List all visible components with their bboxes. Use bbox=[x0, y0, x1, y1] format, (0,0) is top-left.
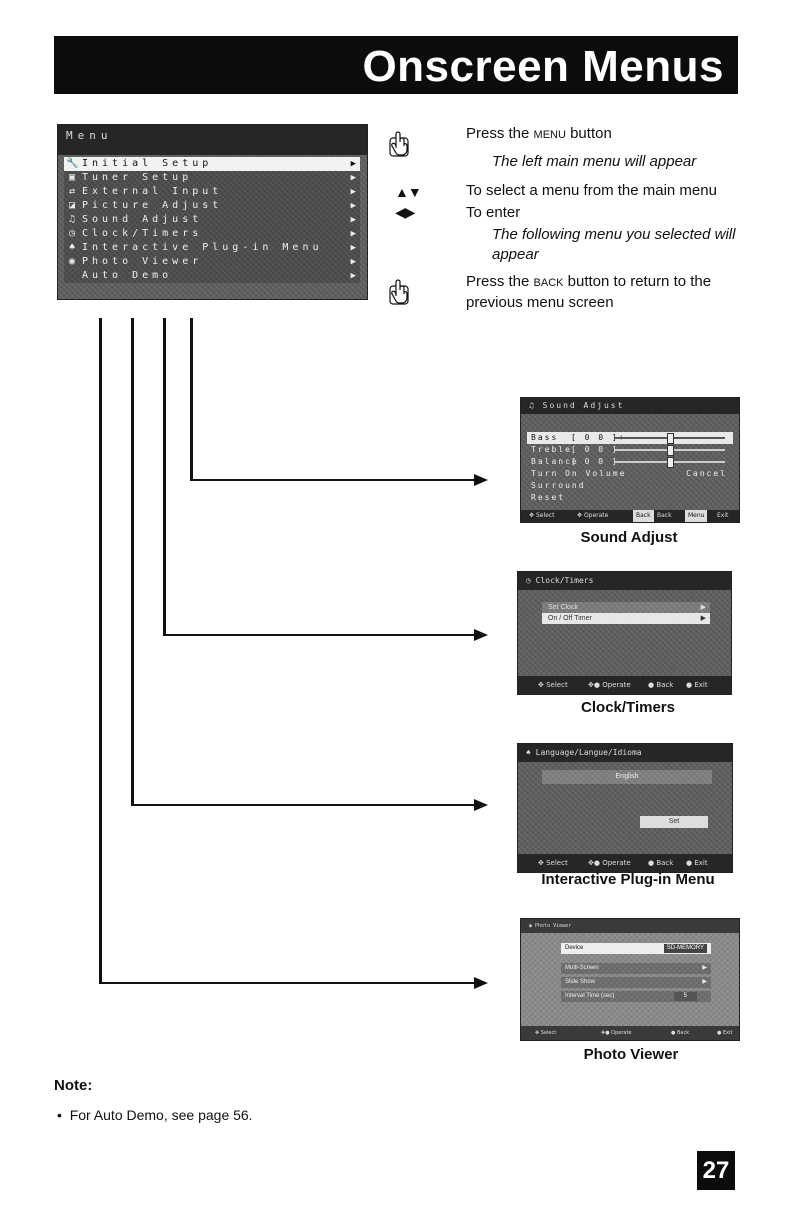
clock-icon: ◷ bbox=[526, 576, 536, 585]
main-menu-screen: Menu 🔧 Initial Setup ▶ ▣ Tuner Setup ▶ ⇄… bbox=[57, 124, 368, 300]
arrow-right-icon: ▶ bbox=[350, 257, 356, 267]
music-note-icon: ♫ bbox=[529, 401, 543, 410]
note-item: • For Auto Demo, see page 56. bbox=[57, 1107, 253, 1123]
menu-item-tuner-setup[interactable]: ▣ Tuner Setup ▶ bbox=[64, 171, 360, 185]
arrow-right-icon: ▶ bbox=[350, 173, 356, 183]
slider-knob bbox=[667, 457, 674, 468]
clock-row-on-off-timer[interactable]: On / Off Timer▶ bbox=[542, 613, 710, 624]
menu-item-clock-timers[interactable]: ◷ Clock/Timers ▶ bbox=[64, 227, 360, 241]
menu-item-initial-setup[interactable]: 🔧 Initial Setup ▶ bbox=[64, 157, 360, 171]
camera-icon: ◉ bbox=[68, 256, 76, 267]
clock-footer: ✥ Select ✥● Operate ● Back ● Exit bbox=[518, 676, 731, 694]
sound-row-turn-on-volume[interactable]: Turn On Volume Cancel bbox=[531, 469, 727, 478]
arrow-right-icon: ▶ bbox=[702, 979, 707, 985]
arrow-head-icon bbox=[474, 629, 488, 641]
connector-line bbox=[131, 318, 134, 806]
menu-item-picture-adjust[interactable]: ◪ Picture Adjust ▶ bbox=[64, 199, 360, 213]
caption-clock-timers: Clock/Timers bbox=[581, 699, 675, 716]
connector-line bbox=[190, 318, 193, 481]
language-select[interactable]: English bbox=[542, 770, 712, 784]
note-title: Note: bbox=[54, 1077, 93, 1094]
sound-footer: ✥ Select ✥ Operate Back Back Menu Exit bbox=[521, 510, 739, 522]
slider-knob bbox=[667, 445, 674, 456]
connector-line bbox=[163, 634, 474, 636]
wrench-icon: 🔧 bbox=[66, 158, 79, 169]
connector-line bbox=[190, 479, 474, 481]
interactive-plug-in-screen: ♠ Language/Langue/Idioma English Set ✥ S… bbox=[517, 743, 733, 873]
interactive-footer: ✥ Select ✥● Operate ● Back ● Exit bbox=[518, 854, 732, 872]
page-title: Onscreen Menus bbox=[362, 42, 724, 91]
arrow-right-icon: ▶ bbox=[350, 201, 356, 211]
clock-timers-screen: ◷ Clock/Timers Set Clock▶ On / Off Timer… bbox=[517, 571, 732, 695]
input-icon: ⇄ bbox=[68, 186, 76, 197]
arrow-right-icon: ▶ bbox=[350, 215, 356, 225]
connector-line bbox=[99, 982, 474, 984]
plug-icon: ♠ bbox=[526, 748, 536, 757]
page-number: 27 bbox=[697, 1151, 735, 1190]
photo-footer: ✥ Select ✥● Operate ● Back ● Exit bbox=[521, 1026, 739, 1040]
slider-knob bbox=[667, 433, 674, 444]
menu-item-photo-viewer[interactable]: ◉ Photo Viewer ▶ bbox=[64, 255, 360, 269]
main-menu-title: Menu bbox=[58, 125, 367, 155]
clock-title: ◷ Clock/Timers bbox=[518, 572, 731, 590]
arrow-right-icon: ▶ bbox=[350, 159, 356, 169]
menu-item-auto-demo[interactable]: Auto Demo ▶ bbox=[64, 269, 360, 283]
arrow-head-icon bbox=[474, 977, 488, 989]
instruction-result-submenu: The following menu you selected will app… bbox=[492, 226, 736, 263]
arrow-right-icon: ▶ bbox=[350, 187, 356, 197]
press-button-icon bbox=[389, 279, 409, 305]
arrow-right-icon: ▶ bbox=[700, 615, 706, 622]
photo-viewer-screen: ◉ Photo Viewer Device SD-MEMORY Multi-Sc… bbox=[520, 918, 740, 1041]
sound-adjust-title: ♫ Sound Adjust bbox=[521, 398, 739, 414]
menu-item-sound-adjust[interactable]: ♫ Sound Adjust ▶ bbox=[64, 213, 360, 227]
sound-row-bass[interactable]: Bass [ 0 0 ]+ bbox=[527, 432, 733, 444]
connector-line bbox=[131, 804, 474, 806]
connector-line bbox=[99, 318, 102, 984]
connector-line bbox=[163, 318, 166, 636]
arrow-right-icon: ▶ bbox=[700, 604, 706, 611]
instruction-enter: To enter bbox=[466, 204, 521, 221]
menu-item-interactive-plug-in-menu[interactable]: ♠ Interactive Plug-in Menu ▶ bbox=[64, 241, 360, 255]
arrow-right-icon: ▶ bbox=[350, 271, 356, 281]
device-row[interactable]: Device SD-MEMORY bbox=[561, 943, 711, 954]
press-button-icon bbox=[389, 131, 409, 157]
camera-icon: ◉ bbox=[529, 923, 536, 929]
instruction-press-back: Press the Back button to return to the p… bbox=[466, 273, 712, 311]
sound-row-surround[interactable]: Surround bbox=[531, 481, 586, 490]
picture-icon: ◪ bbox=[68, 200, 76, 211]
photo-viewer-title: ◉ Photo Viewer bbox=[521, 919, 739, 933]
sound-adjust-screen: ♫ Sound Adjust Bass [ 0 0 ]+ Treble [ 0 … bbox=[520, 397, 740, 523]
clock-row-set-clock[interactable]: Set Clock▶ bbox=[542, 602, 710, 613]
arrow-head-icon bbox=[474, 799, 488, 811]
left-right-arrows-icon: ◀▶ bbox=[395, 204, 416, 220]
instruction-press-menu: Press the Menu button bbox=[466, 125, 612, 142]
arrow-right-icon: ▶ bbox=[350, 243, 356, 253]
photo-row-slide-show[interactable]: Slide Show▶ bbox=[561, 977, 711, 988]
instruction-result-main-menu: The left main menu will appear bbox=[492, 153, 697, 170]
menu-item-external-input[interactable]: ⇄ External Input ▶ bbox=[64, 185, 360, 199]
tuner-icon: ▣ bbox=[68, 172, 76, 183]
photo-row-interval-time[interactable]: Interval Time (sec) 5 bbox=[561, 991, 711, 1002]
language-title: ♠ Language/Langue/Idioma bbox=[518, 744, 732, 762]
caption-interactive-plug-in-menu: Interactive Plug-in Menu bbox=[541, 871, 715, 888]
set-button[interactable]: Set bbox=[640, 816, 708, 828]
clock-icon: ◷ bbox=[68, 228, 76, 239]
instruction-select: To select a menu from the main menu bbox=[466, 182, 717, 199]
sound-row-reset[interactable]: Reset bbox=[531, 493, 566, 502]
music-note-icon: ♫ bbox=[68, 214, 76, 225]
photo-row-multi-screen[interactable]: Multi-Screen▶ bbox=[561, 963, 711, 974]
arrow-head-icon bbox=[474, 474, 488, 486]
up-down-arrows-icon: ▲▼ bbox=[395, 184, 422, 200]
sound-row-balance[interactable]: Balance [ 0 0 ] bbox=[527, 456, 733, 468]
plug-icon: ♠ bbox=[68, 242, 76, 253]
arrow-right-icon: ▶ bbox=[350, 229, 356, 239]
caption-sound-adjust: Sound Adjust bbox=[580, 529, 678, 546]
sound-row-treble[interactable]: Treble [ 0 0 ] bbox=[527, 444, 733, 456]
arrow-right-icon: ▶ bbox=[702, 965, 707, 971]
caption-photo-viewer: Photo Viewer bbox=[583, 1046, 679, 1063]
title-bar: Onscreen Menus bbox=[54, 36, 738, 94]
